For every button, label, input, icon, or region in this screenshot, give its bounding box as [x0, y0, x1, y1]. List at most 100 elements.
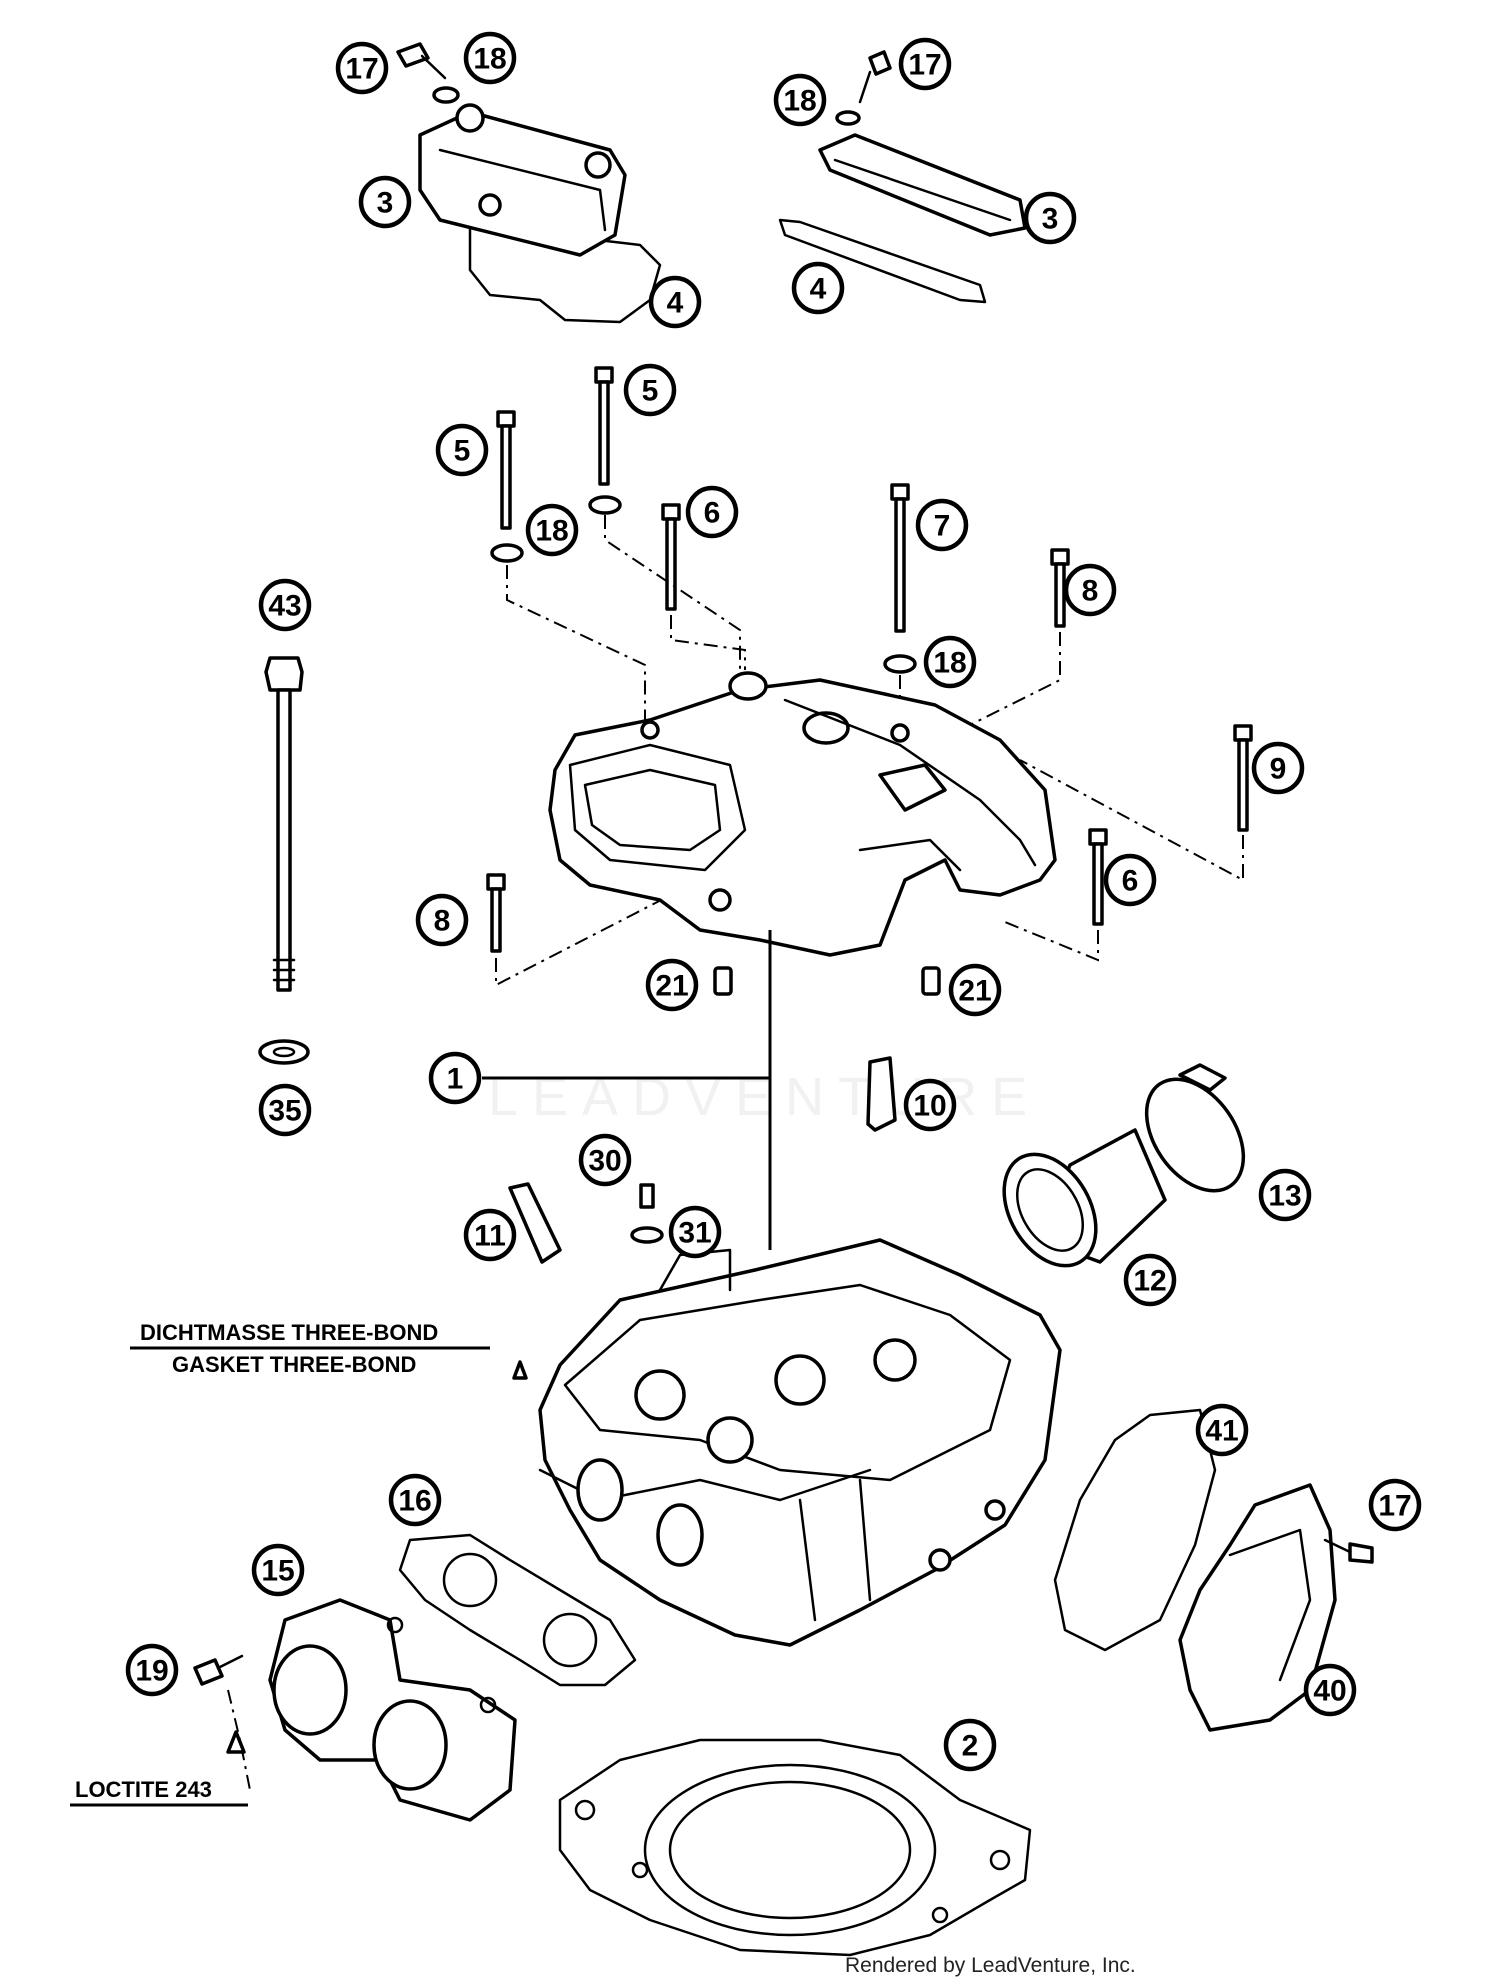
sealant-drop	[512, 1360, 528, 1380]
camshaft-housing	[548, 671, 1057, 957]
gasket-note: GASKET THREE-BOND	[172, 1352, 416, 1377]
callout-30: 30	[578, 1133, 632, 1187]
callout-10: 10	[903, 1078, 957, 1132]
callout-40: 40	[1303, 1663, 1357, 1717]
callout-label: 31	[678, 1217, 711, 1250]
callout-5: 5	[435, 423, 489, 477]
callout-label: 40	[1313, 1675, 1346, 1708]
render-credit: Rendered by LeadVenture, Inc.	[845, 1954, 1136, 1977]
loctite-drop	[226, 1730, 246, 1754]
water-pump-cover-40	[1178, 1483, 1337, 1732]
callout-18: 18	[773, 73, 827, 127]
callout-label: 17	[345, 53, 378, 86]
callout-7: 7	[915, 498, 969, 552]
callout-9: 9	[1251, 741, 1305, 795]
cover-gasket-left	[468, 223, 662, 324]
callout-31: 31	[668, 1205, 722, 1259]
cylinder-head	[538, 1238, 1062, 1647]
upper-bolts	[486, 366, 1253, 953]
callout-15: 15	[251, 1543, 305, 1597]
callout-label: 1	[447, 1063, 464, 1096]
callout-13: 13	[1258, 1168, 1312, 1222]
assembly-lines	[495, 515, 1244, 987]
callout-label: 18	[783, 85, 816, 118]
callout-18: 18	[923, 635, 977, 689]
callout-4: 4	[648, 275, 702, 329]
bolt-30	[639, 1183, 655, 1209]
head-gasket-2	[558, 1738, 1032, 1957]
bolt-17-lower	[1348, 1542, 1374, 1564]
callout-17: 17	[1368, 1478, 1422, 1532]
callout-label: 18	[933, 647, 966, 680]
callout-43: 43	[258, 578, 312, 632]
callout-label: 35	[268, 1095, 301, 1128]
callout-18: 18	[463, 31, 517, 85]
callout-label: 3	[1042, 203, 1059, 236]
callout-label: 15	[261, 1555, 294, 1588]
callout-label: 17	[908, 49, 941, 82]
callout-label: 9	[1270, 753, 1287, 786]
intake-boot-and-clamp	[1002, 1063, 1246, 1268]
callout-label: 21	[655, 970, 688, 1003]
callout-label: 30	[588, 1145, 621, 1178]
callout-21: 21	[645, 958, 699, 1012]
callout-label: 2	[962, 1730, 979, 1763]
callout-label: 16	[398, 1485, 431, 1518]
callout-label: 13	[1268, 1180, 1301, 1213]
callout-6: 6	[685, 485, 739, 539]
callout-label: 5	[454, 435, 471, 468]
loctite-note: LOCTITE 243	[75, 1777, 212, 1802]
cylinder-stud	[258, 656, 310, 1065]
callout-label: 6	[704, 497, 721, 530]
callout-label: 5	[642, 375, 659, 408]
callout-label: 43	[268, 590, 301, 623]
callout-label: 7	[934, 510, 951, 543]
dowel-pin-right	[921, 966, 941, 996]
callout-2: 2	[943, 1718, 997, 1772]
valve-cover-right	[778, 50, 1027, 304]
cover-gasket-right	[778, 218, 987, 304]
callout-35: 35	[258, 1083, 312, 1137]
cover-left	[418, 110, 627, 257]
callout-label: 12	[1133, 1265, 1166, 1298]
washer-31	[630, 1226, 664, 1244]
callout-label: 11	[474, 1220, 506, 1253]
callout-17: 17	[335, 41, 389, 95]
dichtmasse-note: DICHTMASSE THREE-BOND	[140, 1320, 438, 1345]
leader-part-1	[482, 930, 772, 1080]
callout-label: 4	[667, 287, 684, 320]
callout-8: 8	[415, 893, 469, 947]
bolt-19	[193, 1658, 224, 1686]
exhaust-flanges-15	[268, 1598, 517, 1822]
callout-3: 3	[358, 175, 412, 229]
callout-label: 8	[434, 905, 451, 938]
callout-label: 18	[473, 43, 506, 76]
valve-guide-11	[508, 1182, 562, 1264]
callout-label: 19	[135, 1655, 168, 1688]
callout-21: 21	[948, 963, 1002, 1017]
valve-guide-10	[866, 1056, 897, 1132]
callout-16: 16	[388, 1473, 442, 1527]
callout-label: 4	[810, 273, 827, 306]
callout-4: 4	[791, 261, 845, 315]
callout-label: 18	[535, 515, 568, 548]
callout-label: 6	[1122, 865, 1139, 898]
callout-11: 11	[463, 1208, 517, 1262]
callout-5: 5	[623, 363, 677, 417]
callout-41: 41	[1195, 1403, 1249, 1457]
callout-label: 41	[1205, 1415, 1238, 1448]
callout-6: 6	[1103, 853, 1157, 907]
exhaust-gasket-16	[398, 1533, 637, 1687]
callout-12: 12	[1123, 1253, 1177, 1307]
callout-label: 10	[913, 1090, 946, 1123]
valve-cover-left	[396, 42, 662, 324]
callout-label: 21	[958, 975, 991, 1008]
watermark-text: LEADVENTURE	[488, 1067, 1041, 1127]
cover-right	[818, 133, 1027, 237]
callout-18: 18	[525, 503, 579, 557]
callout-19: 19	[125, 1643, 179, 1697]
callout-1: 1	[428, 1051, 482, 1105]
callout-label: 17	[1378, 1490, 1411, 1523]
